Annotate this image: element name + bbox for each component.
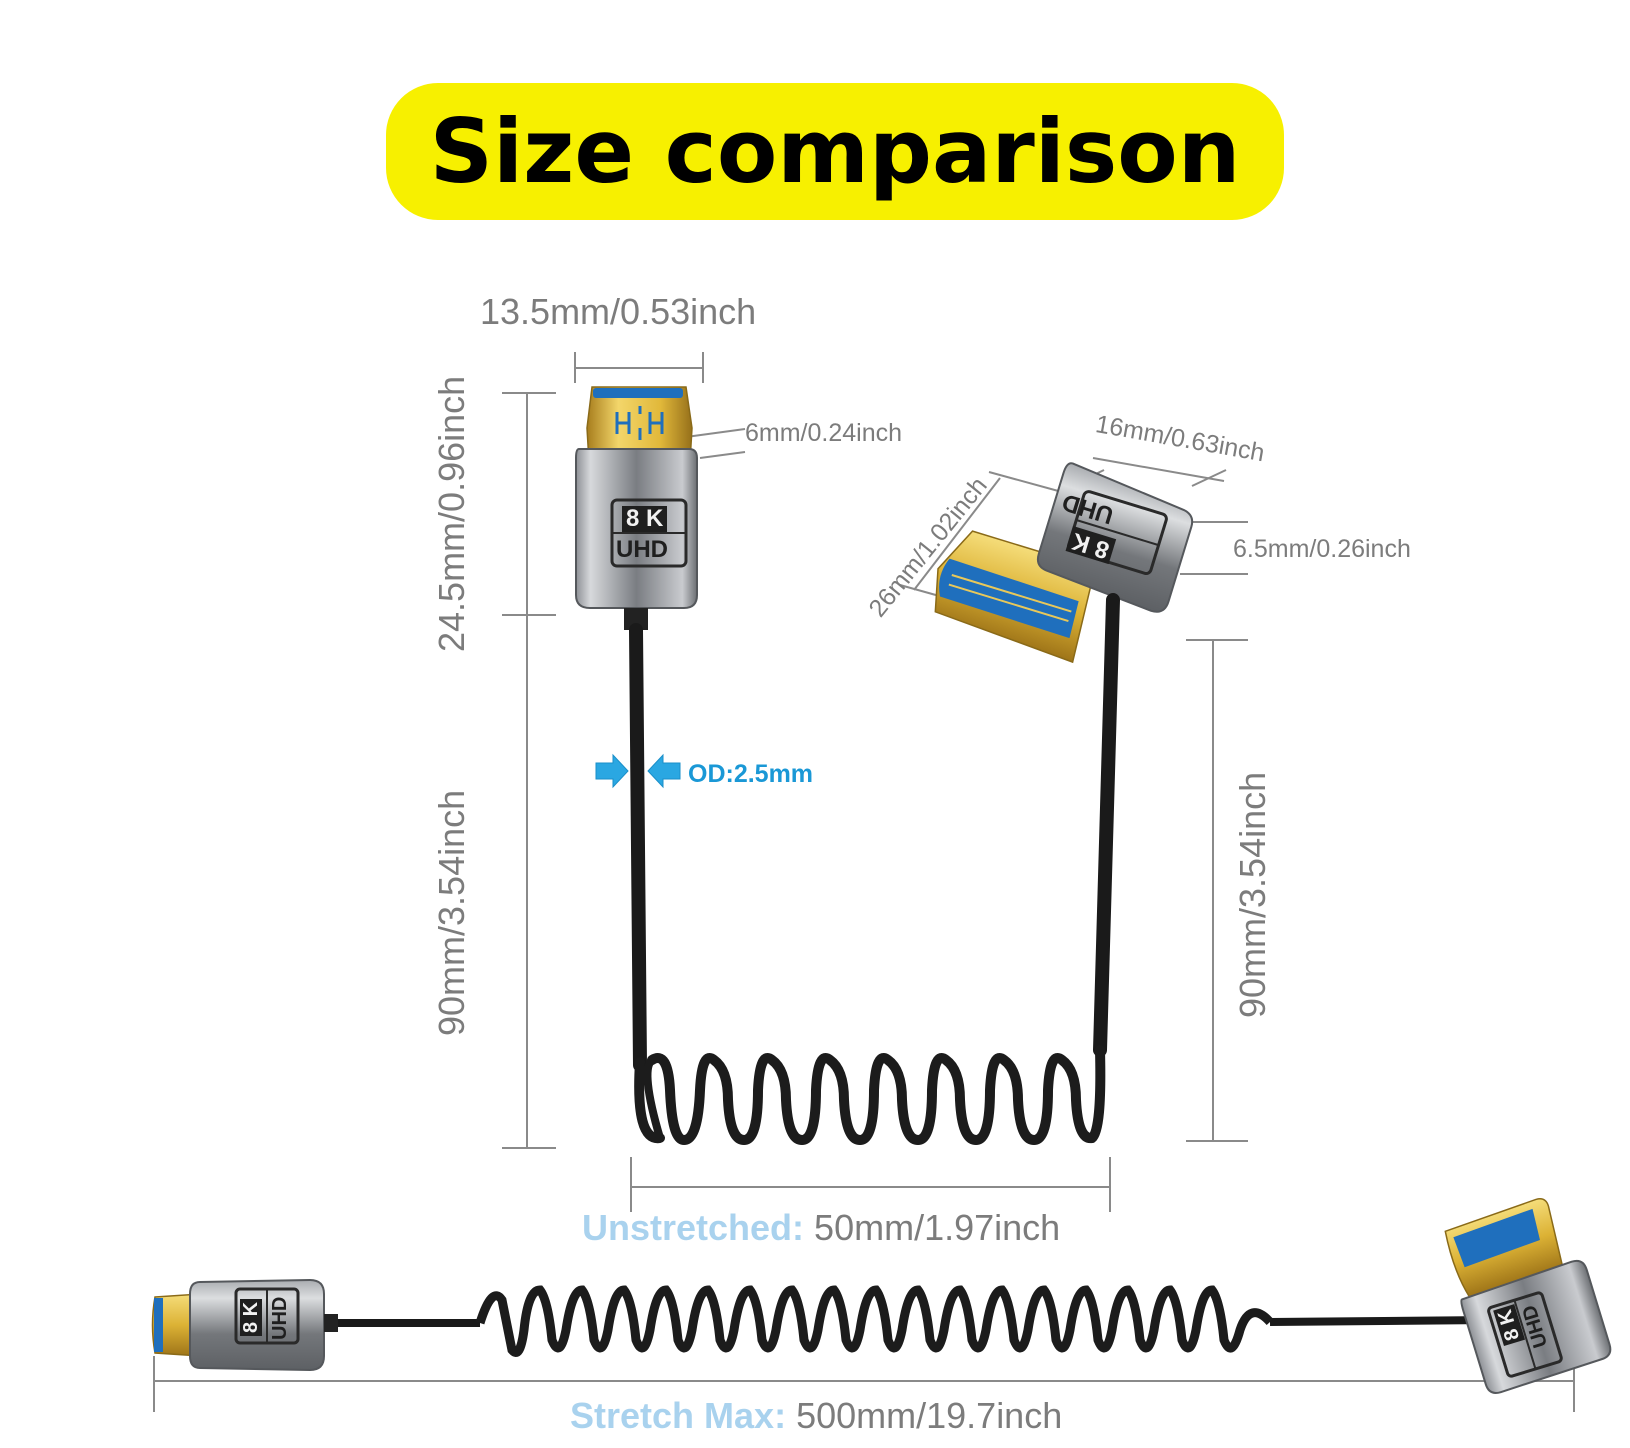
title-banner: Size comparison	[386, 83, 1284, 220]
mini-badge-8k: 8 K	[622, 506, 668, 532]
mini-width-label: 13.5mm/0.53inch	[480, 291, 757, 332]
mini-height-label: 24.5mm/0.96inch	[431, 375, 472, 652]
stretched-mini-badge-uhd: UHD	[269, 1296, 291, 1340]
unstretched-dimension: Unstretched: 50mm/1.97inch	[582, 1210, 1060, 1246]
left-cable-length-label: 90mm/3.54inch	[431, 789, 472, 1036]
mini-tip-thickness-label: 6mm/0.24inch	[745, 419, 903, 447]
stretched-mini-badge-8k: 8 K	[240, 1298, 262, 1336]
full-hdmi-connector	[934, 462, 1194, 1057]
mini-badge-uhd: UHD	[616, 536, 668, 563]
pin-marks	[615, 406, 664, 440]
stretch-dimension: Stretch Max: 500mm/19.7inch	[570, 1398, 1062, 1434]
unstretched-label: Unstretched:	[582, 1207, 805, 1248]
stretch-label: Stretch Max:	[570, 1395, 787, 1436]
page-title: Size comparison	[429, 99, 1241, 203]
right-cable-length-label: 90mm/3.54inch	[1232, 771, 1273, 1018]
od-label: OD:2.5mm	[688, 760, 814, 788]
stretch-value: 500mm/19.7inch	[796, 1395, 1063, 1436]
coiled-cable	[634, 1045, 1106, 1146]
mini-hdmi-connector	[575, 386, 698, 1072]
od-arrows	[595, 753, 681, 789]
full-thickness-label: 6.5mm/0.26inch	[1233, 535, 1411, 563]
unstretched-value: 50mm/1.97inch	[814, 1207, 1061, 1248]
dimension-lines	[153, 352, 1575, 1412]
